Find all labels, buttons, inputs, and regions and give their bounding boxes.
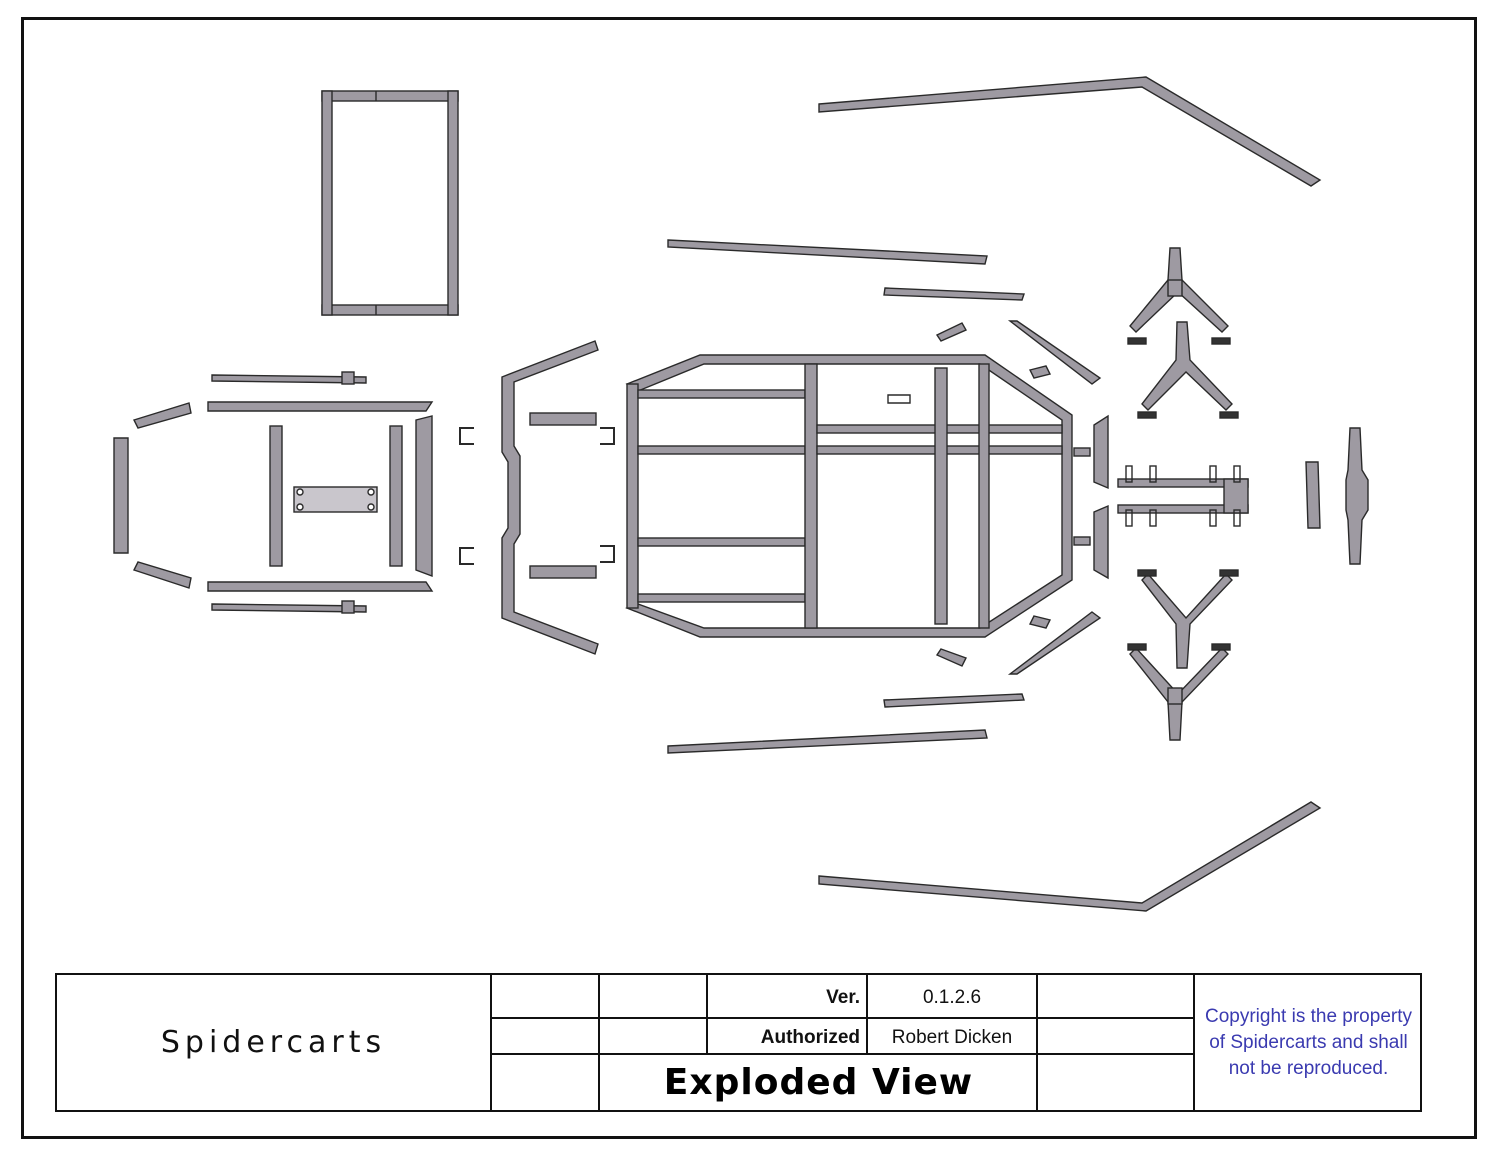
upper-a-arms (1127, 247, 1239, 419)
brand-logo-text: Spidercarts (57, 975, 490, 1110)
main-chassis (625, 354, 1091, 638)
rear-hoop (501, 340, 599, 655)
upper-side-rails (667, 76, 1322, 385)
lower-side-rails (667, 611, 1322, 912)
lower-a-arms (1127, 569, 1239, 741)
row-line-1 (490, 1017, 1193, 1019)
front-spindle-assembly (1117, 465, 1249, 527)
version-label: Ver. (826, 987, 860, 1008)
row-line-2 (490, 1053, 1193, 1055)
divider-6 (1193, 975, 1195, 1110)
divider-3 (706, 975, 708, 1053)
divider-1 (490, 975, 492, 1110)
divider-4 (866, 975, 868, 1053)
exploded-view-drawing (113, 76, 1369, 912)
authorized-label: Authorized (760, 1027, 860, 1048)
title-block: Spidercarts Ver. 0.1.2.6 Authorized Robe… (55, 973, 1422, 1112)
brand-name: Spidercarts (160, 1025, 387, 1060)
authorized-value: Robert Dicken (891, 1027, 1013, 1048)
seat-frame (321, 90, 459, 316)
rear-subframe (113, 371, 434, 614)
version-value: 0.1.2.6 (922, 987, 982, 1008)
drawing-title: Exploded View (663, 1062, 974, 1103)
front-nose (1305, 427, 1369, 565)
copyright-notice: Copyright is the property of Spidercarts… (1205, 1005, 1412, 1079)
drawing-sheet (21, 17, 1477, 1139)
front-bumper-plates (1093, 414, 1109, 580)
divider-5 (1036, 975, 1038, 1110)
divider-2 (598, 975, 600, 1110)
brackets-left (459, 427, 615, 565)
